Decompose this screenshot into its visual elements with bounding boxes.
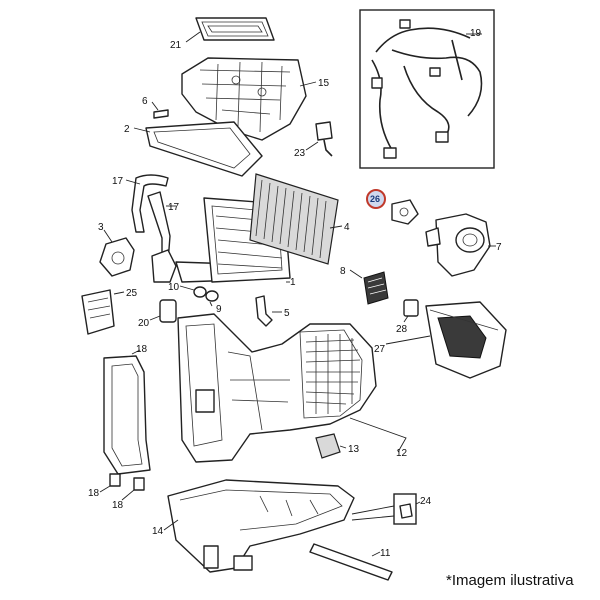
callout-4: 4 <box>344 222 350 233</box>
part-6-screw <box>153 109 169 119</box>
callout-6: 6 <box>142 96 148 107</box>
callout-2: 2 <box>124 124 130 135</box>
part-14-lower-case <box>167 479 355 573</box>
part-26-actuator <box>391 199 419 225</box>
callout-18b: 18 <box>88 488 100 499</box>
callout-26-highlight <box>366 189 386 209</box>
callout-21: 21 <box>170 40 182 51</box>
callout-25: 25 <box>126 288 138 299</box>
part-5-sensor <box>255 295 273 327</box>
part-28-actuator <box>403 299 419 317</box>
part-18-seal-gasket <box>103 355 151 475</box>
illustrative-image-caption: *Imagem ilustrativa <box>446 572 574 589</box>
callout-3: 3 <box>98 222 104 233</box>
part-3-valve <box>99 237 135 277</box>
part-7-blower-motor <box>425 213 491 277</box>
callout-8: 8 <box>340 266 346 277</box>
callout-10: 10 <box>168 282 180 293</box>
callout-7: 7 <box>496 242 502 253</box>
part-25-control-module <box>81 289 115 335</box>
callout-28: 28 <box>396 324 408 335</box>
callout-19: 19 <box>470 28 482 39</box>
callout-17a: 17 <box>112 176 124 187</box>
callout-23: 23 <box>294 148 306 159</box>
part-11-trim-strip <box>309 543 393 581</box>
callout-1: 1 <box>290 277 296 288</box>
part-15-upper-housing <box>181 57 307 141</box>
part-8-blower-resistor <box>363 271 389 305</box>
part-18-foam-pads <box>109 473 145 491</box>
part-19-wiring-harness-inset <box>359 9 495 169</box>
part-2-filter-frame <box>145 121 263 177</box>
callout-5: 5 <box>284 308 290 319</box>
callout-14: 14 <box>152 526 164 537</box>
part-24-clip-inset <box>351 493 417 525</box>
callout-13: 13 <box>348 444 360 455</box>
callout-27: 27 <box>374 344 386 355</box>
callout-24: 24 <box>420 496 432 507</box>
part-20-plug <box>159 299 177 323</box>
callout-18c: 18 <box>112 500 124 511</box>
callout-18a: 18 <box>136 344 148 355</box>
part-23-connector <box>315 121 333 157</box>
callout-26: 26 <box>370 194 380 204</box>
part-12-hvac-main-housing <box>177 313 377 463</box>
part-27-blower-housing <box>425 301 507 379</box>
part-4-cabin-filter <box>249 173 339 265</box>
callout-12: 12 <box>396 448 408 459</box>
part-17-heater-hoses <box>131 174 171 263</box>
part-10-9-seals <box>193 286 219 302</box>
callout-15: 15 <box>318 78 330 89</box>
callout-9: 9 <box>216 304 222 315</box>
callout-11: 11 <box>380 548 391 559</box>
part-21-gasket <box>195 17 275 41</box>
callout-17b: 17 <box>168 202 180 213</box>
part-13-mode-actuator <box>315 433 341 459</box>
callout-20: 20 <box>138 318 150 329</box>
